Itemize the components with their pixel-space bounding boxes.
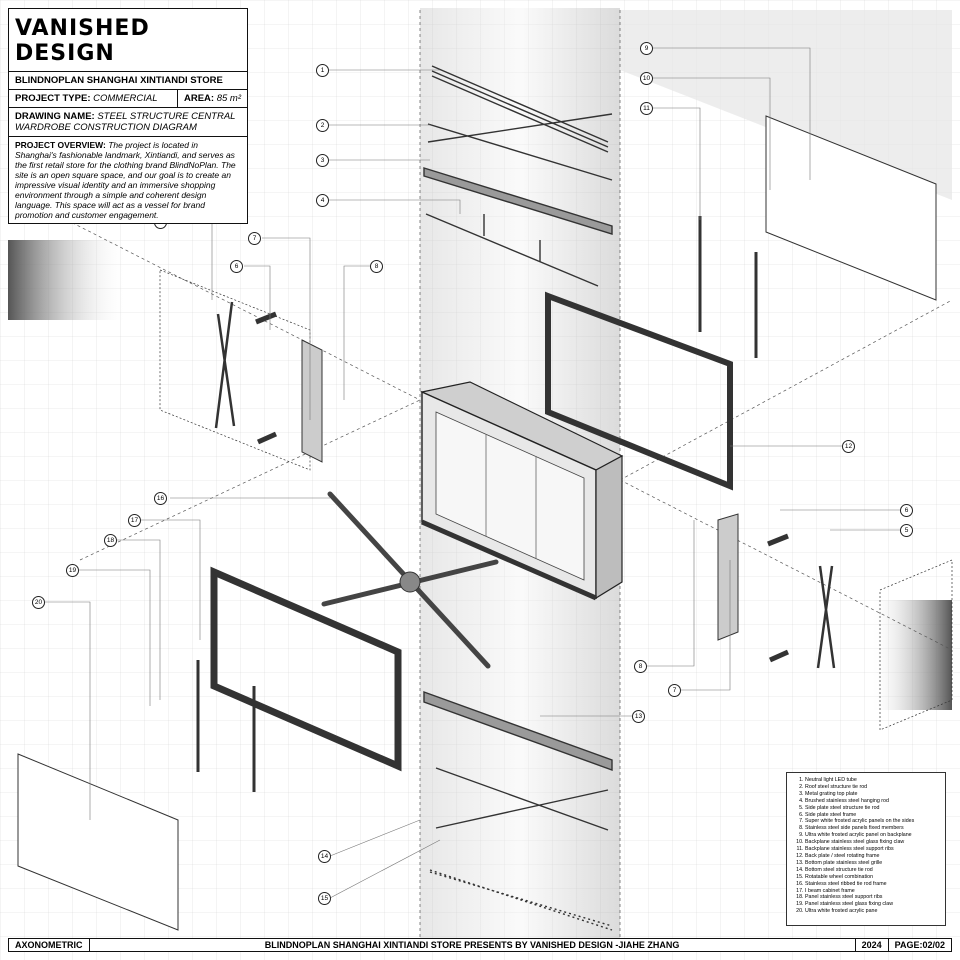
footer-bar: AXONOMETRIC BLINDNOPLAN SHANGHAI XINTIAN… <box>8 938 952 952</box>
callout-19: 19 <box>66 564 79 577</box>
callout-17: 17 <box>128 514 141 527</box>
callout-8-left: 8 <box>370 260 383 273</box>
legend-item: Super white frosted acrylic panels on th… <box>805 818 941 825</box>
callout-9: 9 <box>640 42 653 55</box>
project-overview: PROJECT OVERVIEW: The project is located… <box>9 137 247 223</box>
callout-2: 2 <box>316 119 329 132</box>
callout-10: 10 <box>640 72 653 85</box>
callout-14: 14 <box>318 850 331 863</box>
legend-list: Neutral light LED tubeRoof steel structu… <box>791 777 941 915</box>
callout-18: 18 <box>104 534 117 547</box>
callout-7-right: 7 <box>668 684 681 697</box>
legend-item: Backplane stainless steel glass fixing c… <box>805 839 941 846</box>
top-right-plane <box>620 10 952 200</box>
base-hub <box>399 571 421 593</box>
drawing-name-value: STEEL STRUCTURE CENTRAL WARDROBE CONSTRU… <box>15 111 236 133</box>
overview-text: The project is located in Shanghai's fas… <box>15 140 236 220</box>
roof-parts <box>423 65 613 287</box>
footer-year: 2024 <box>856 939 889 951</box>
callout-4: 4 <box>316 194 329 207</box>
back-frame <box>545 115 937 491</box>
callout-20: 20 <box>32 596 45 609</box>
leader-lines <box>44 47 900 899</box>
bottom-parts <box>423 691 613 931</box>
area-value: 85 m² <box>216 93 241 104</box>
left-wall-shade <box>8 240 128 320</box>
callout-11: 11 <box>640 102 653 115</box>
right-side-parts <box>717 513 953 731</box>
project-type-row: PROJECT TYPE: COMMERCIAL AREA: 85 m² <box>9 90 247 108</box>
legend-item: Bottom plate stainless steel grille <box>805 860 941 867</box>
legend-item: Neutral light LED tube <box>805 777 941 784</box>
legend-item: Panel stainless steel glass fixing claw <box>805 901 941 908</box>
project-type-value: COMMERCIAL <box>93 93 158 104</box>
left-side-parts <box>159 269 323 471</box>
parts-legend: Neutral light LED tubeRoof steel structu… <box>786 772 946 926</box>
drawing-name-row: DRAWING NAME: STEEL STRUCTURE CENTRAL WA… <box>9 108 247 137</box>
legend-item: Backplane stainless steel support ribs <box>805 846 941 853</box>
callout-12: 12 <box>842 440 855 453</box>
footer-page: PAGE:02/02 <box>894 940 945 950</box>
legend-item: Back plate / steel rotating frame <box>805 853 941 860</box>
legend-item: Rotatable wheel combination <box>805 874 941 881</box>
legend-item: Roof steel structure tie rod <box>805 784 941 791</box>
legend-item: Ultra white frosted acrylic pane <box>805 908 941 915</box>
callout-6-right: 6 <box>900 504 913 517</box>
legend-item: Side plate steel structure tie rod <box>805 805 941 812</box>
legend-item: Bottom steel structure tie rod <box>805 867 941 874</box>
callout-16: 16 <box>154 492 167 505</box>
area-label: AREA: <box>183 93 215 104</box>
callout-7-left: 7 <box>248 232 261 245</box>
callout-3: 3 <box>316 154 329 167</box>
callout-15: 15 <box>318 892 331 905</box>
legend-item: I beam cabinet frame <box>805 888 941 895</box>
drawing-name-label: DRAWING NAME: <box>15 111 95 122</box>
footer-credit: BLINDNOPLAN SHANGHAI XINTIANDI STORE PRE… <box>90 939 856 951</box>
legend-item: Metal grating top plate <box>805 791 941 798</box>
project-name: BLINDNOPLAN SHANGHAI XINTIANDI STORE <box>9 72 247 90</box>
project-type-label: PROJECT TYPE: <box>15 93 91 104</box>
footer-view: AXONOMETRIC <box>9 939 90 951</box>
callout-1: 1 <box>316 64 329 77</box>
legend-item: Stainless steel side panels fixed member… <box>805 825 941 832</box>
brand-title: VANISHED DESIGN <box>9 9 247 72</box>
right-wall-shade <box>870 600 952 710</box>
title-block: VANISHED DESIGN BLINDNOPLAN SHANGHAI XIN… <box>8 8 248 224</box>
legend-item: Brushed stainless steel hanging rod <box>805 798 941 805</box>
legend-item: Stainless steel ribbed tie rod frame <box>805 881 941 888</box>
legend-item: Panel stainless steel support ribs <box>805 894 941 901</box>
front-frame <box>17 566 402 931</box>
callout-6-left: 6 <box>230 260 243 273</box>
central-wardrobe <box>420 381 624 601</box>
callout-13: 13 <box>632 710 645 723</box>
legend-item: Ultra white frosted acrylic panel on bac… <box>805 832 941 839</box>
callout-5-right: 5 <box>900 524 913 537</box>
callout-8-right: 8 <box>634 660 647 673</box>
overview-label: PROJECT OVERVIEW: <box>15 140 106 150</box>
legend-item: Side plate steel frame <box>805 812 941 819</box>
